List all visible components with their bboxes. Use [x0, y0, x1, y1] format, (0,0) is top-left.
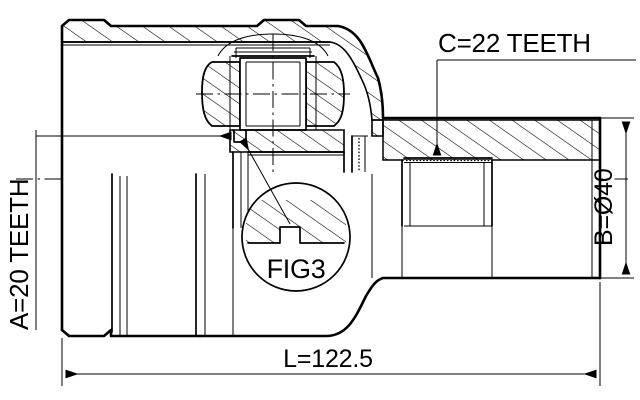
dimension-l-label: L=122.5 — [283, 345, 373, 373]
lower-body-detail-lines — [232, 120, 593, 336]
annotation-c-label: C=22 TEETH — [438, 28, 591, 58]
seal-retainer-groove — [111, 173, 206, 337]
fig3-leader-line — [238, 137, 291, 225]
annotation-a-20-teeth: A=20 TEETH — [4, 130, 232, 330]
section-hatch-shaft-wall — [371, 119, 601, 161]
section-hatch-upper-wall — [61, 19, 384, 137]
inner-race-cage-assembly — [196, 33, 350, 172]
dimension-l-length: L=122.5 — [61, 282, 601, 386]
inner-spline-bore — [229, 129, 345, 229]
shaft-spline-bore — [401, 157, 493, 227]
dimension-b-diameter: B=Ø40 — [590, 117, 634, 279]
detail-circle-fig3: FIG3 — [241, 182, 351, 292]
annotation-a-label: A=20 TEETH — [4, 179, 34, 330]
boot-seal-band — [351, 135, 368, 173]
detail-circle-label: FIG3 — [267, 254, 326, 284]
dimension-b-label: B=Ø40 — [590, 168, 618, 246]
annotation-c-22-teeth: C=22 TEETH — [432, 28, 636, 156]
